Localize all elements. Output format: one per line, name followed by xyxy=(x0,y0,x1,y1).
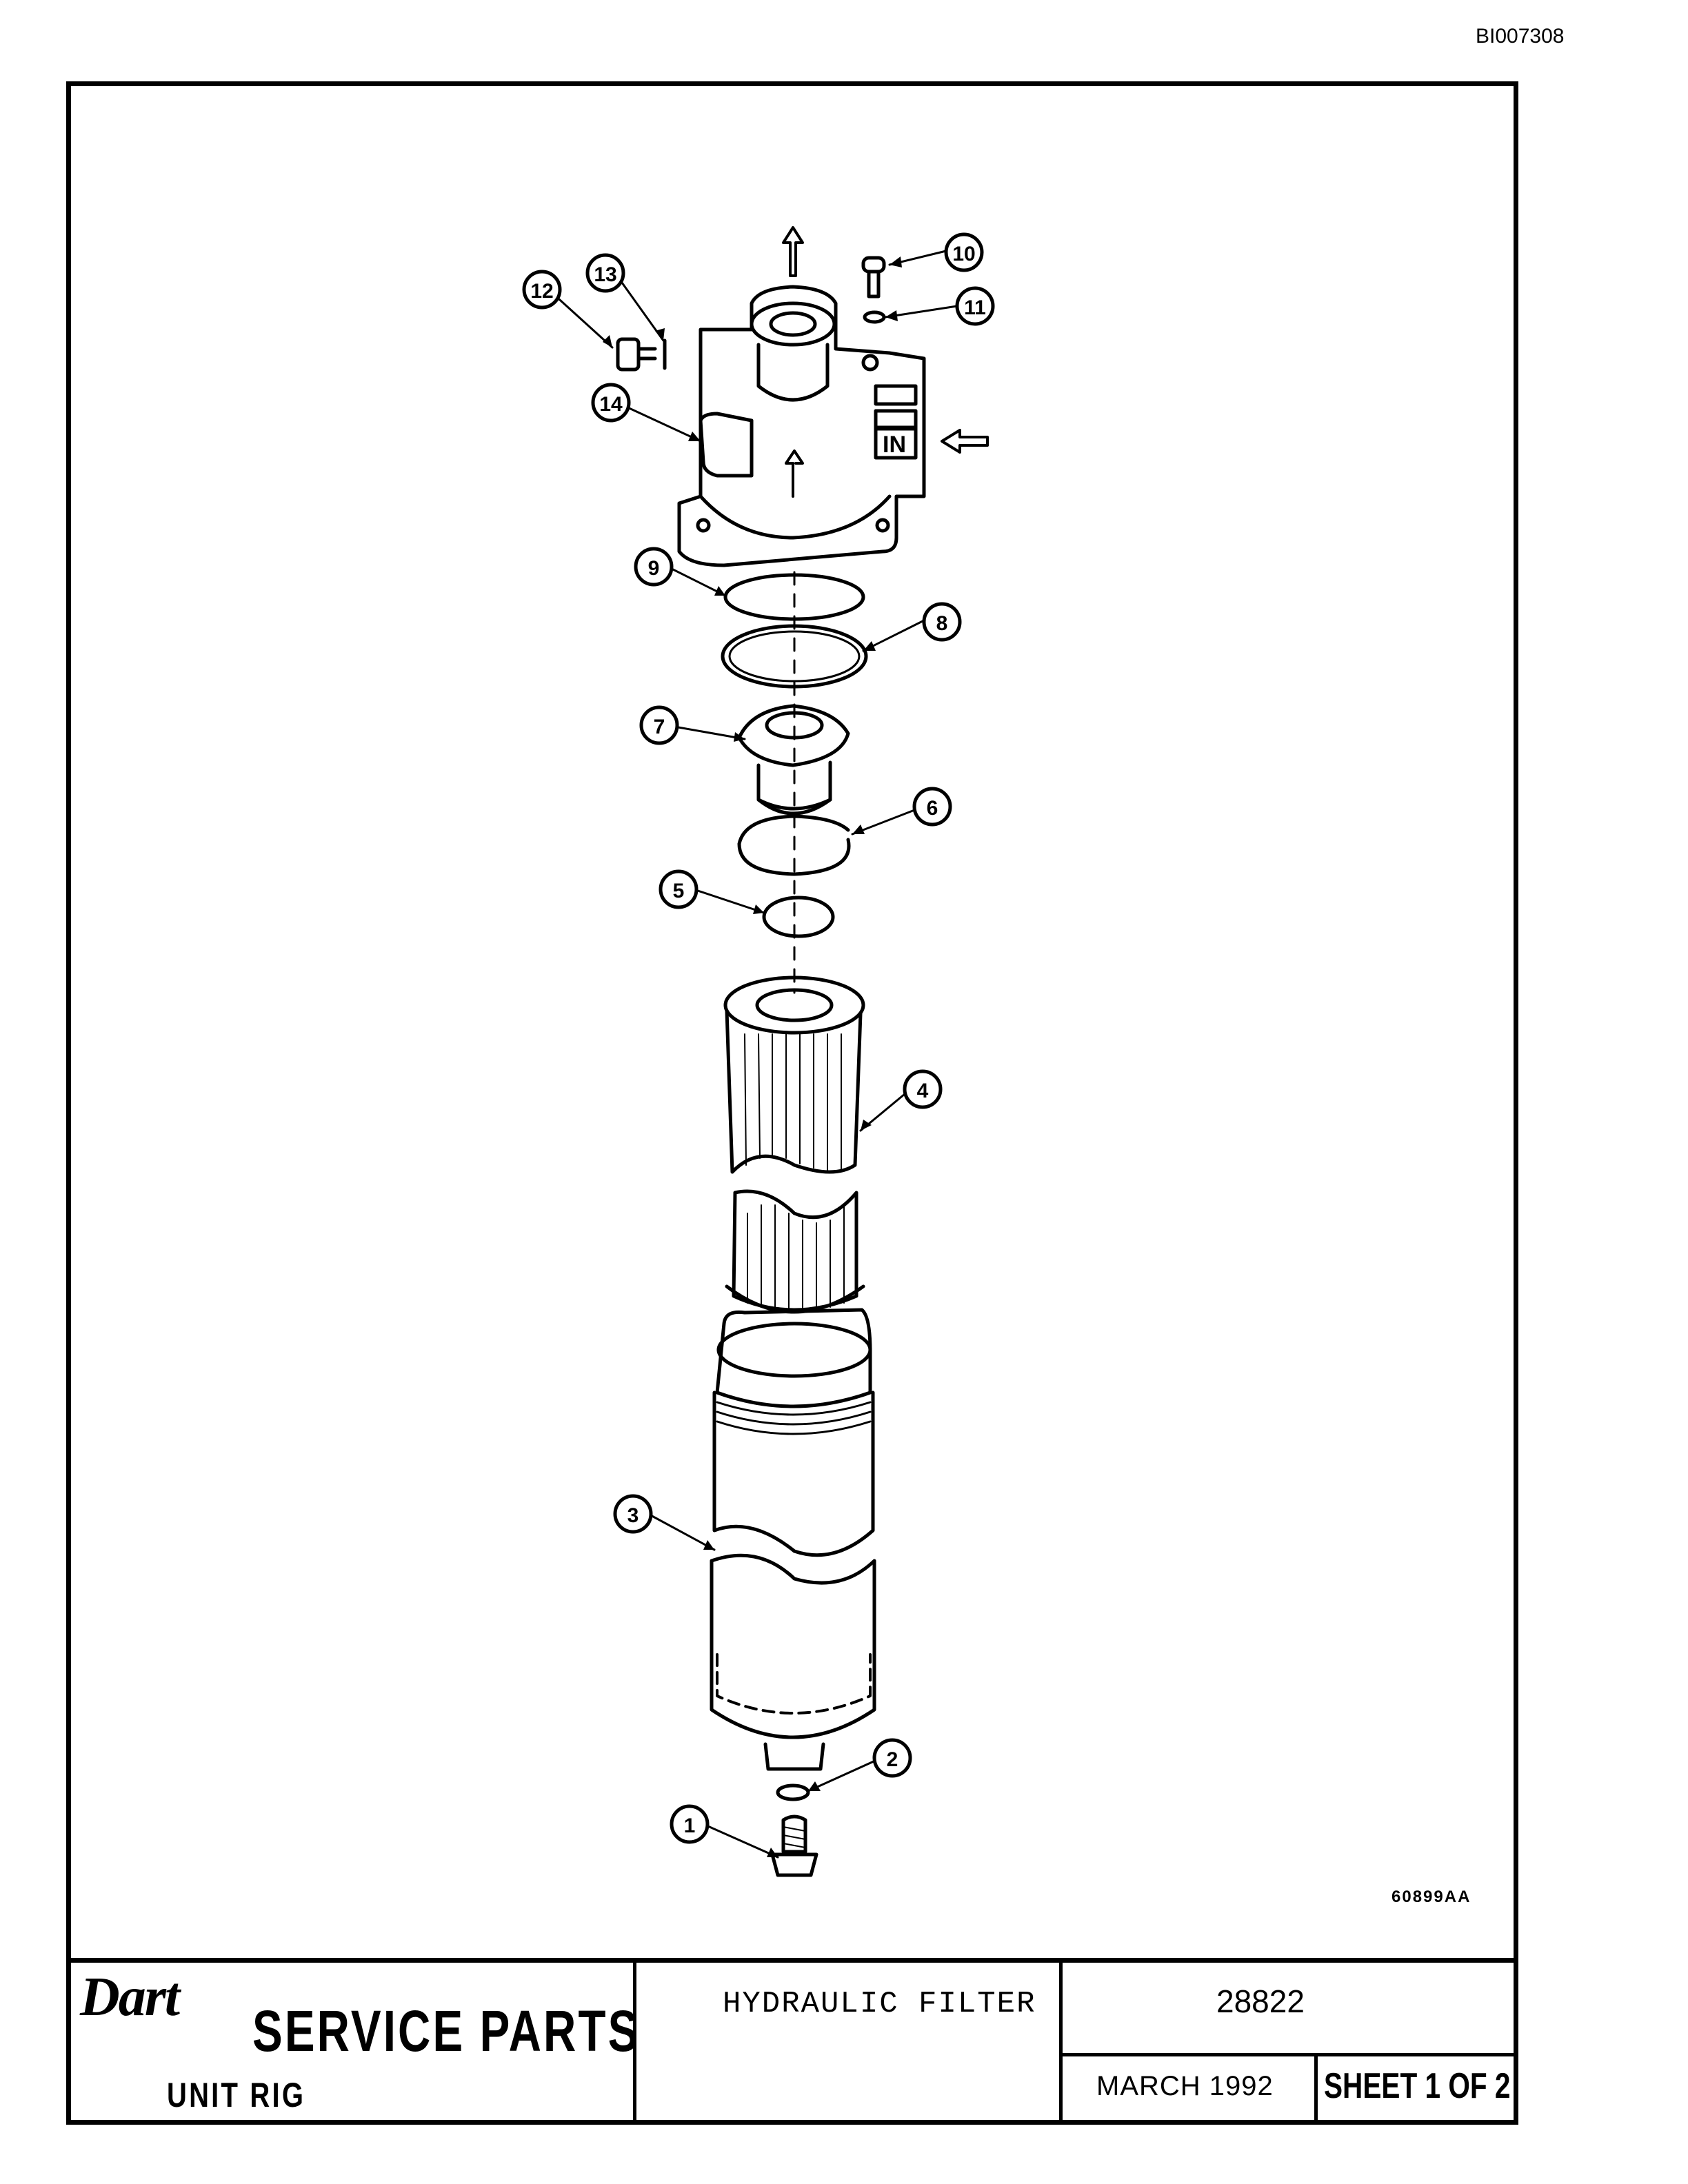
svg-text:8: 8 xyxy=(936,612,948,635)
title-block-border xyxy=(66,1958,1518,2125)
title-block-divider-1 xyxy=(633,1958,636,2125)
callout-1: 1 xyxy=(670,1804,710,1844)
svg-text:6: 6 xyxy=(927,797,938,820)
snap-ring-6 xyxy=(737,814,851,876)
callout-14: 14 xyxy=(591,383,631,423)
callout-4: 4 xyxy=(903,1069,943,1109)
svg-text:12: 12 xyxy=(530,280,553,303)
title-block-divider-2 xyxy=(1059,1958,1063,2125)
callout-9: 9 xyxy=(634,547,674,587)
sheet-number: SHEET 1 OF 2 xyxy=(1324,2066,1511,2106)
bypass-valve xyxy=(737,704,850,816)
callout-8: 8 xyxy=(922,602,962,642)
vent-screw xyxy=(861,256,886,299)
callout-12: 12 xyxy=(522,270,562,310)
drain-washer xyxy=(776,1783,810,1801)
service-parts-heading: SERVICE PARTS xyxy=(252,1999,641,2063)
inlet-flow-arrow-icon xyxy=(941,429,989,454)
title-block-divider-4 xyxy=(1314,2053,1318,2125)
svg-text:9: 9 xyxy=(648,557,660,580)
svg-text:4: 4 xyxy=(917,1080,929,1102)
callout-10: 10 xyxy=(944,232,984,272)
svg-text:14: 14 xyxy=(599,393,623,416)
svg-text:13: 13 xyxy=(594,263,616,286)
svg-text:3: 3 xyxy=(627,1504,639,1527)
drawing-date: MARCH 1992 xyxy=(1096,2071,1274,2101)
callout-5: 5 xyxy=(659,869,699,909)
svg-text:2: 2 xyxy=(887,1748,898,1771)
svg-text:1: 1 xyxy=(684,1814,696,1837)
title-block: Dart SERVICE PARTS UNIT RIG HYDRAULIC FI… xyxy=(66,1958,1518,2125)
backup-ring-8 xyxy=(721,624,868,689)
dart-logo: Dart xyxy=(80,1967,180,2028)
o-ring-9 xyxy=(723,573,865,621)
svg-text:10: 10 xyxy=(952,243,975,265)
callout-13: 13 xyxy=(585,253,625,293)
plug-fitting xyxy=(616,337,657,372)
callout-6: 6 xyxy=(912,787,952,827)
inlet-label: IN xyxy=(883,432,906,458)
drawing-number: 28822 xyxy=(1216,1983,1305,2019)
drain-plug xyxy=(770,1814,818,1877)
filter-head-housing xyxy=(677,285,926,567)
unit-rig-label: UNIT RIG xyxy=(167,2076,306,2114)
callout-arrowheads xyxy=(603,256,902,1857)
svg-text:5: 5 xyxy=(673,880,685,902)
document-id: BI007308 xyxy=(1476,25,1565,48)
vent-washer xyxy=(863,310,886,324)
drawing-title: HYDRAULIC FILTER xyxy=(723,1987,1036,2021)
outlet-flow-arrow-icon xyxy=(782,226,804,277)
callout-2: 2 xyxy=(872,1738,912,1778)
filter-bowl xyxy=(710,1308,876,1771)
callout-7: 7 xyxy=(639,705,679,745)
svg-text:11: 11 xyxy=(964,296,986,319)
callout-11: 11 xyxy=(955,286,995,326)
o-ring-5 xyxy=(762,896,835,938)
figure-code: 60899AA xyxy=(1391,1888,1471,1906)
svg-text:7: 7 xyxy=(654,716,665,738)
callout-3: 3 xyxy=(613,1494,653,1534)
title-block-divider-3 xyxy=(1059,2053,1518,2056)
